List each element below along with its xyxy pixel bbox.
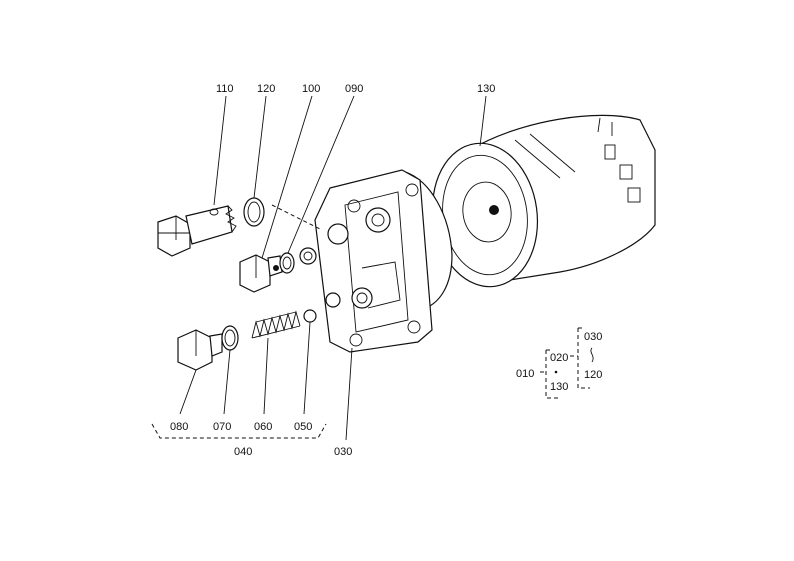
tree-label-120: 120 xyxy=(584,369,602,381)
gasket-090 xyxy=(279,252,295,274)
assembly-tree: 010 020 130 030 120 xyxy=(516,327,602,399)
spring-060 xyxy=(251,310,301,339)
bolt-110 xyxy=(157,205,237,257)
label-050: 050 xyxy=(294,421,312,433)
label-110: 110 xyxy=(216,83,234,95)
leader-lines xyxy=(179,95,487,441)
tree-label-020: 020 xyxy=(550,352,568,364)
gasket-120 xyxy=(243,197,265,227)
oil-filter-cartridge xyxy=(431,114,656,288)
group-bracket-040 xyxy=(151,423,327,439)
filter-head-housing xyxy=(299,169,453,353)
label-040: 040 xyxy=(234,446,252,458)
tree-label-030: 030 xyxy=(584,331,602,343)
label-070: 070 xyxy=(213,421,231,433)
label-120: 120 xyxy=(257,83,275,95)
tree-label-010: 010 xyxy=(516,368,534,380)
label-100: 100 xyxy=(302,83,320,95)
plug-080 xyxy=(177,329,223,371)
plug-100 xyxy=(239,254,283,293)
label-030: 030 xyxy=(334,446,352,458)
label-090: 090 xyxy=(345,83,363,95)
gasket-070 xyxy=(221,325,239,351)
label-060: 060 xyxy=(254,421,272,433)
label-080: 080 xyxy=(170,421,188,433)
tree-label-130: 130 xyxy=(550,381,568,393)
label-130: 130 xyxy=(477,83,495,95)
ball-050 xyxy=(303,309,317,323)
